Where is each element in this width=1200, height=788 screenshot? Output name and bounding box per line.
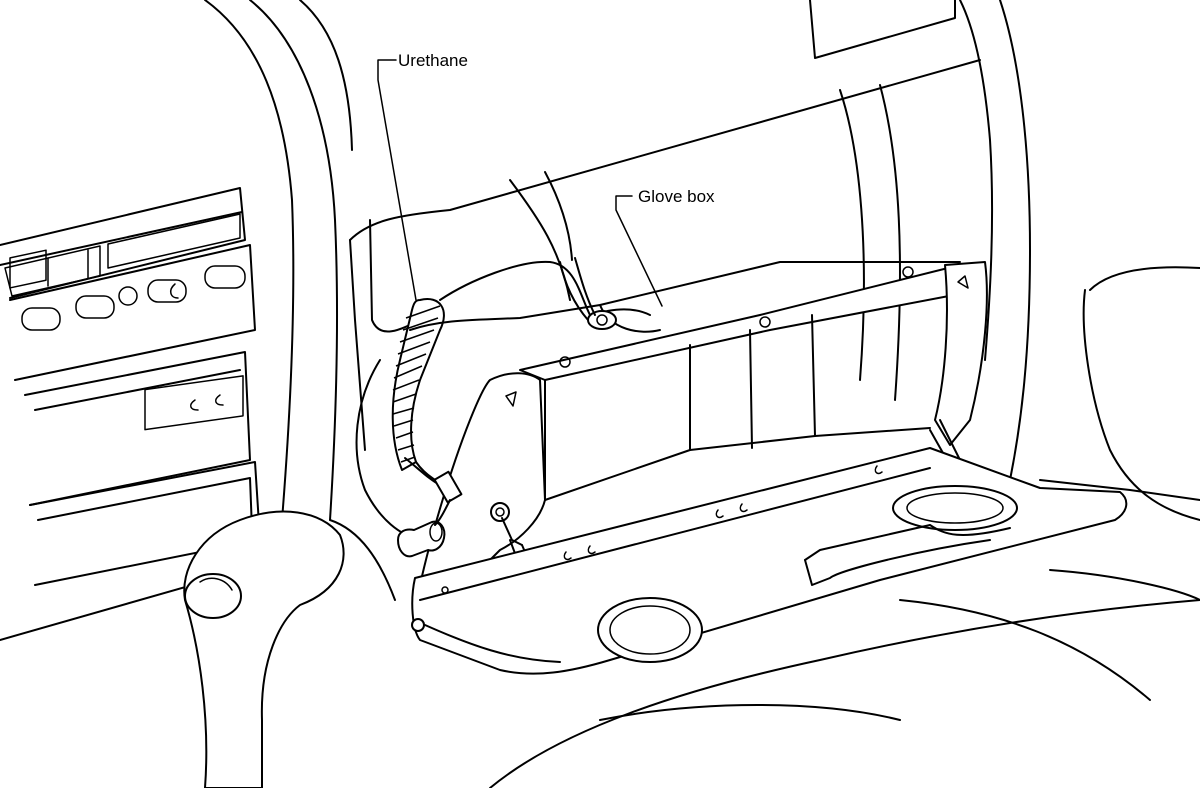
seat [489,569,1200,788]
glove-box-label: Glove box [638,187,715,206]
radio-button [21,307,61,331]
display-window [9,249,47,289]
climate-panel [144,375,244,431]
glove-box-callout: Glove box [615,187,715,307]
shift-lever [183,510,345,788]
a-pillar [204,0,396,601]
cup-holder-front [597,597,703,663]
radio-knob [118,286,138,306]
radio-button [147,279,187,303]
harness [397,257,596,558]
radio-button [204,265,246,289]
connector [433,470,463,504]
urethane-label: Urethane [398,51,468,70]
center-console [0,187,281,641]
dashboard [349,0,1200,521]
striker [397,520,446,558]
glove-box [355,261,988,671]
glove-box-lid [411,447,1128,675]
radio-button [75,295,115,319]
urethane-callout: Urethane [377,51,468,301]
